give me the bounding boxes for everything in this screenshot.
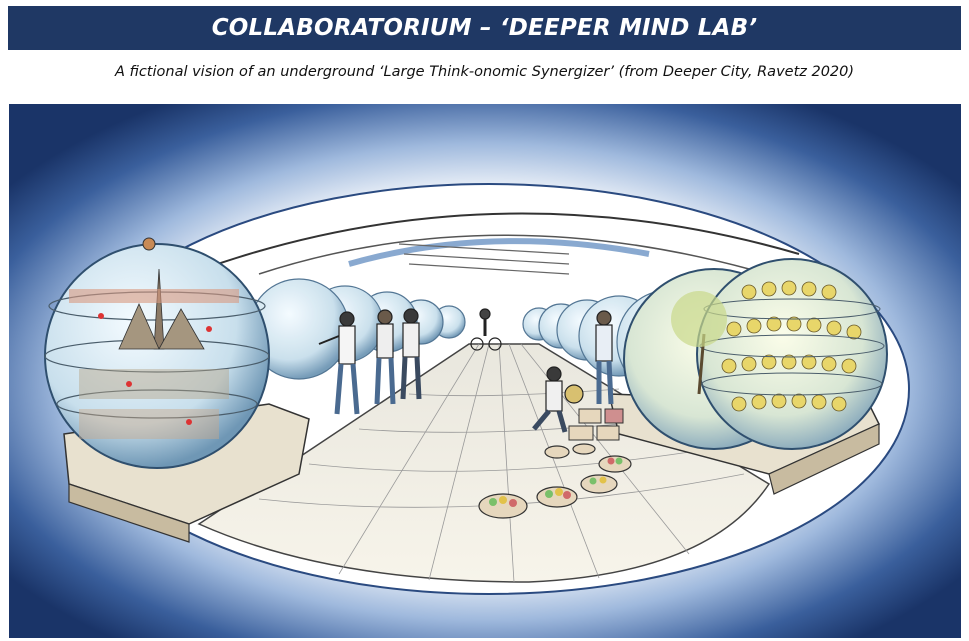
subtitle: A fictional vision of an underground ‘La… (114, 64, 855, 80)
page-title: COLLABORATORIUM – ‘DEEPER MIND LAB’ (211, 15, 758, 41)
left-globe (44, 237, 270, 469)
collaboratorium-illustration (9, 104, 961, 638)
title-banner: COLLABORATORIUM – ‘DEEPER MIND LAB’ (8, 6, 961, 50)
right-globe (623, 258, 888, 450)
